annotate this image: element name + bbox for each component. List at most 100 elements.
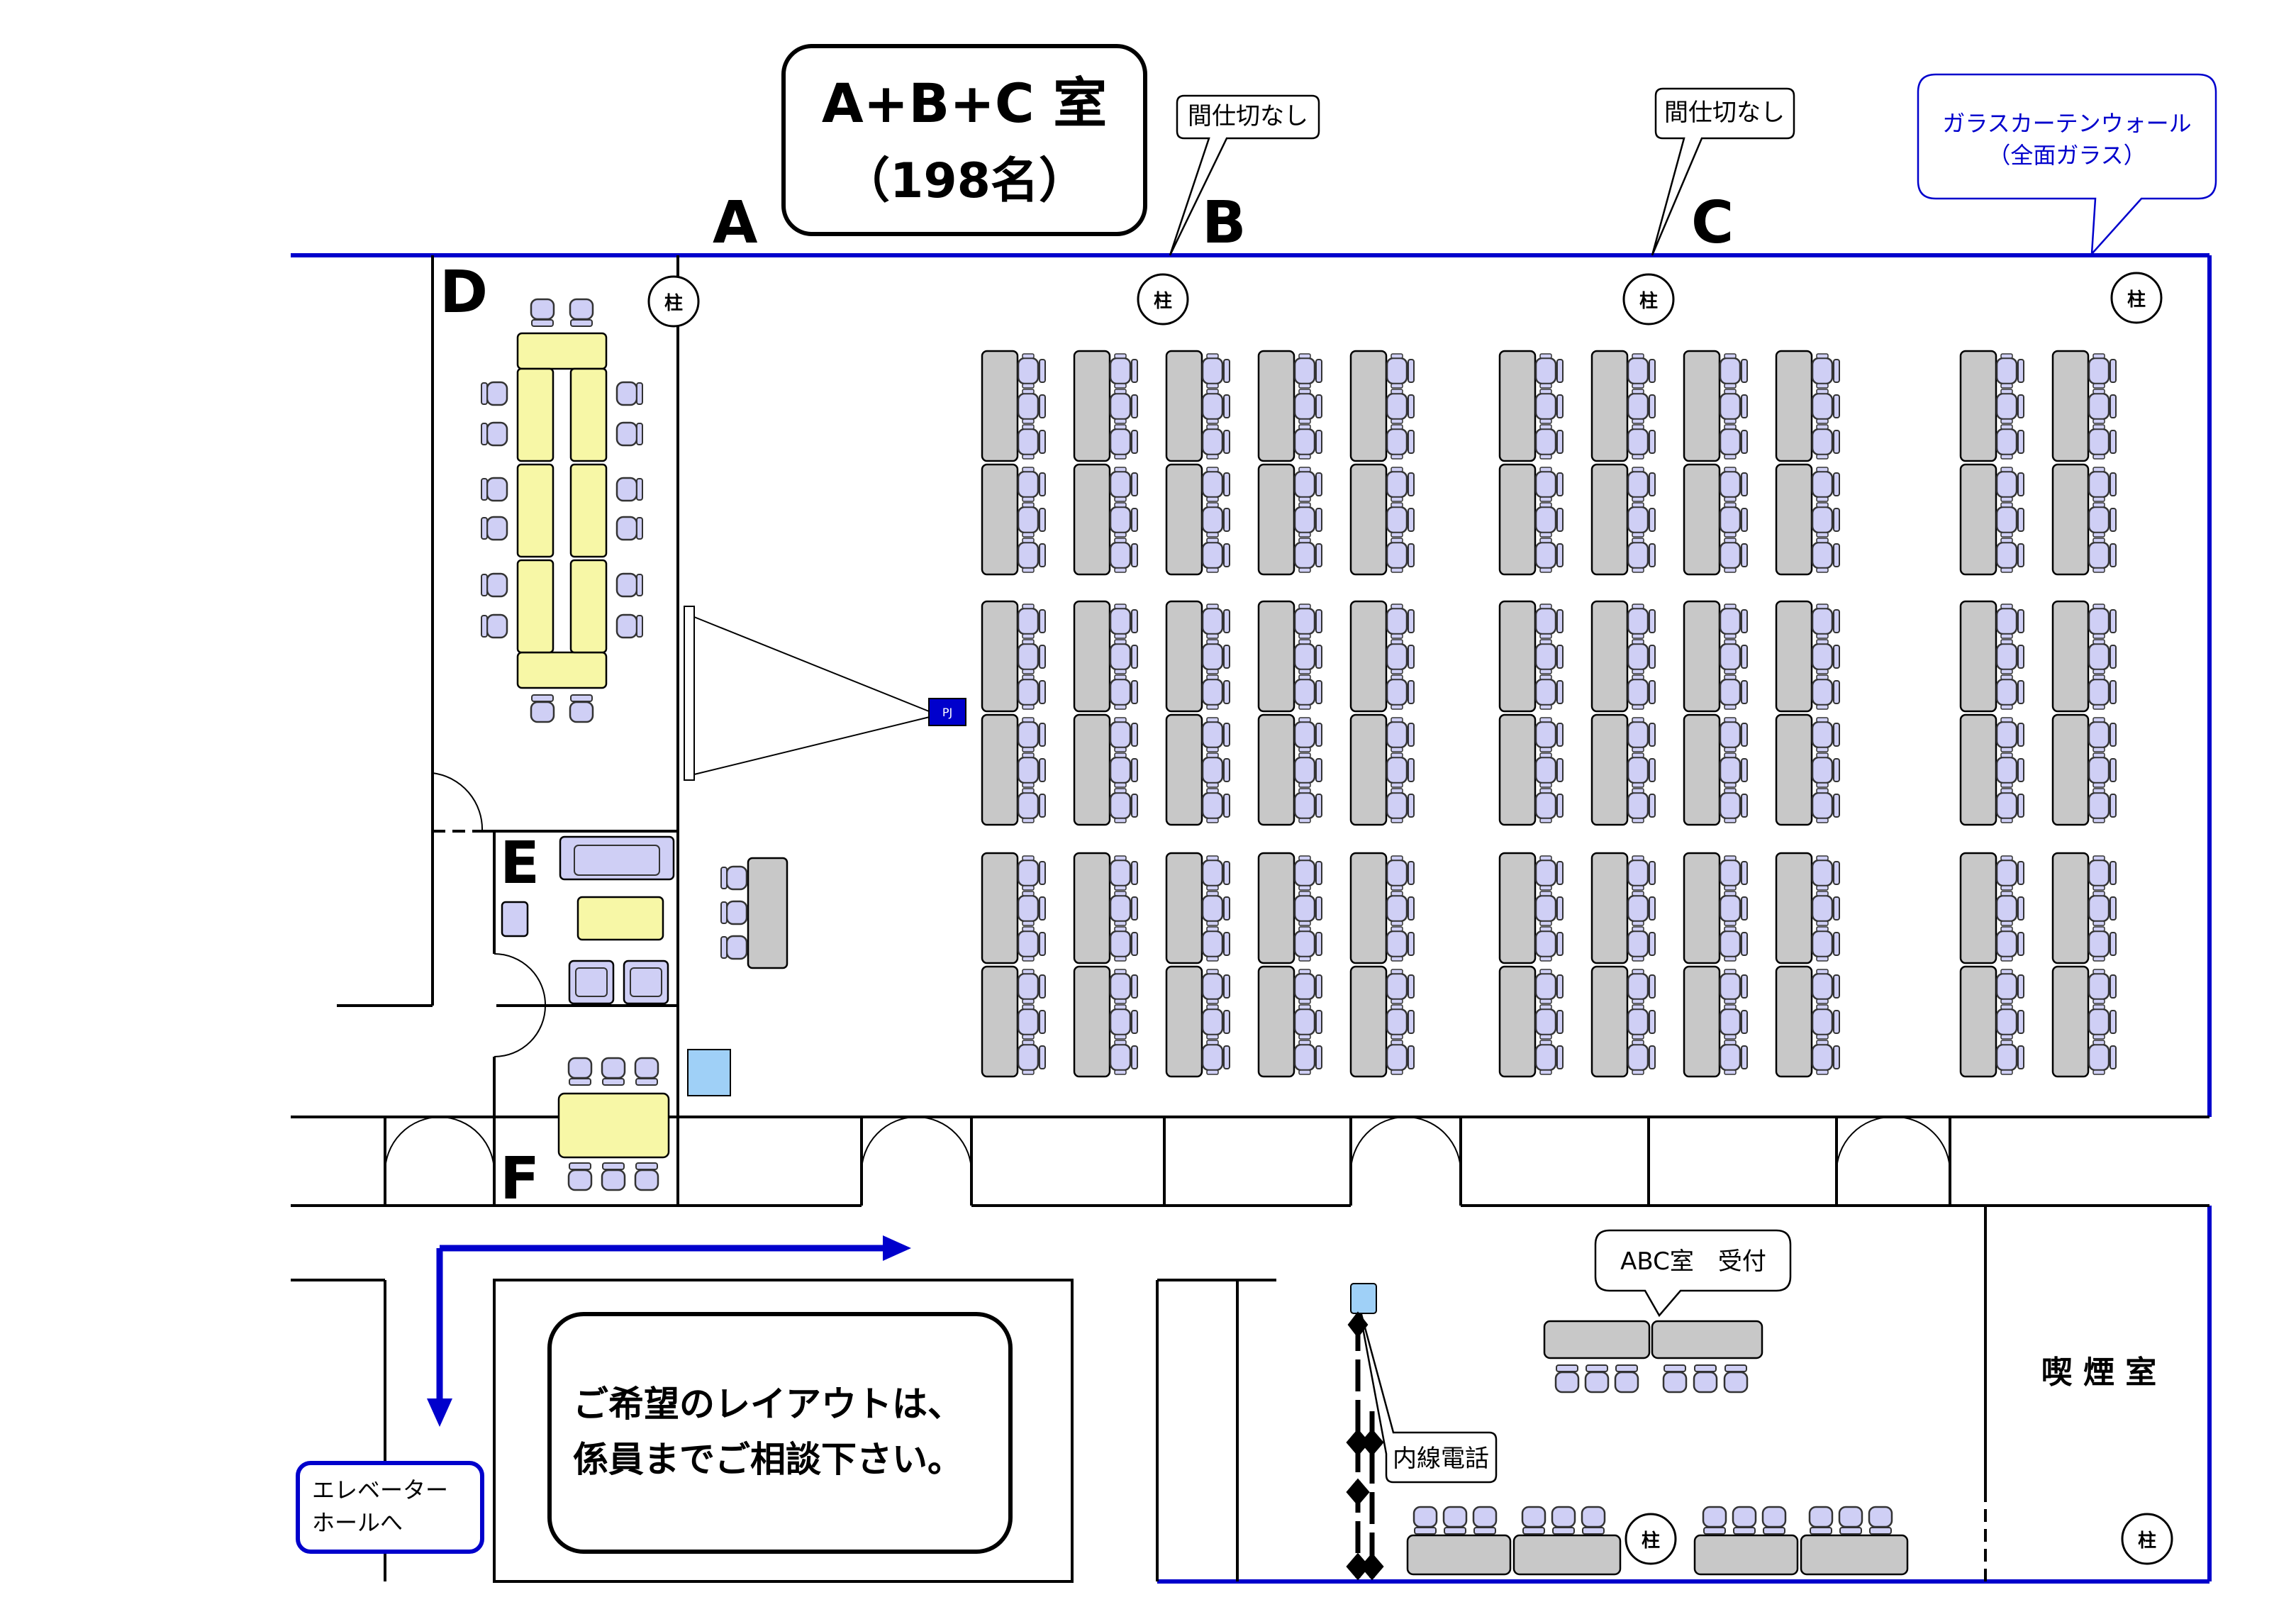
chair <box>1293 1003 1323 1040</box>
chair <box>1017 674 1047 711</box>
callout-no-partition-2: 間仕切なし <box>1651 87 1795 256</box>
chair <box>1201 352 1231 389</box>
desk <box>1165 600 1203 713</box>
chair <box>1627 638 1656 675</box>
chair <box>2088 466 2117 503</box>
chair <box>1995 1039 2025 1076</box>
chair <box>1386 1039 1415 1076</box>
desk <box>2051 463 2090 576</box>
chair <box>2088 352 2117 389</box>
chair <box>1293 716 1323 753</box>
chair <box>1627 1003 1656 1040</box>
chair <box>1811 855 1841 891</box>
chair <box>1811 638 1841 675</box>
chair <box>1201 752 1231 789</box>
chair <box>1534 352 1564 389</box>
chair <box>1293 855 1323 891</box>
chair <box>1109 716 1139 753</box>
desk <box>981 965 1019 1078</box>
desk <box>1165 852 1203 964</box>
desk <box>1775 600 1813 713</box>
smoking-room-label: 喫 煙 室 <box>2041 1355 2157 1391</box>
chair <box>1811 466 1841 503</box>
section-label-e: E <box>500 830 540 897</box>
chair <box>1386 466 1415 503</box>
desk <box>1959 852 1997 964</box>
chair <box>2088 674 2117 711</box>
layout-notice: ご希望のレイアウトは、 係員までご相談下さい。 <box>547 1312 1013 1554</box>
chair <box>1719 501 1749 538</box>
svg-text:柱: 柱 <box>664 293 683 314</box>
desk <box>1257 965 1295 1078</box>
chair <box>1201 603 1231 640</box>
chair <box>2088 968 2117 1005</box>
chair <box>1995 968 2025 1005</box>
desk <box>1959 965 1997 1078</box>
pillar: 柱 <box>647 275 700 328</box>
chair <box>1811 890 1841 927</box>
pillar: 柱 <box>2110 272 2163 324</box>
chair <box>1719 603 1749 640</box>
chair <box>1995 537 2025 574</box>
chair <box>2088 423 2117 460</box>
desk <box>1775 852 1813 964</box>
chair <box>1017 787 1047 824</box>
chair <box>1719 855 1749 891</box>
room-title-name: A+B+C 室 <box>822 72 1107 135</box>
chair <box>1386 716 1415 753</box>
chair <box>1293 674 1323 711</box>
callout-phone: 内線電話 <box>1356 1301 1498 1484</box>
chair <box>1534 968 1564 1005</box>
chair <box>1017 638 1047 675</box>
desk <box>1165 350 1203 462</box>
desk <box>1683 713 1721 826</box>
desk <box>981 600 1019 713</box>
chair <box>1627 352 1656 389</box>
chair <box>1534 603 1564 640</box>
desk <box>1073 852 1111 964</box>
chair <box>1534 466 1564 503</box>
chair <box>1293 968 1323 1005</box>
pillars: 柱 柱 柱 柱 柱 柱 <box>647 272 2173 1565</box>
chair <box>1995 501 2025 538</box>
chair <box>1201 855 1231 891</box>
chair <box>1109 855 1139 891</box>
chair <box>1293 352 1323 389</box>
chair <box>1017 423 1047 460</box>
chair <box>1386 752 1415 789</box>
chair <box>1719 466 1749 503</box>
chair <box>1386 501 1415 538</box>
chair <box>1201 925 1231 962</box>
chair <box>1719 968 1749 1005</box>
chair <box>1627 890 1656 927</box>
chair <box>1293 925 1323 962</box>
room-d-boardroom <box>480 298 644 723</box>
desk <box>1590 965 1629 1078</box>
chair <box>1995 752 2025 789</box>
chair <box>2088 716 2117 753</box>
chair <box>1995 388 2025 425</box>
projector: PJ <box>928 698 966 726</box>
chair <box>1017 352 1047 389</box>
chair <box>1293 752 1323 789</box>
chair <box>1995 423 2025 460</box>
chair <box>1811 787 1841 824</box>
svg-text:間仕切なし: 間仕切なし <box>1188 102 1308 130</box>
chair <box>1534 501 1564 538</box>
chair <box>1109 638 1139 675</box>
pillar: 柱 <box>1137 273 1189 326</box>
chair <box>1201 423 1231 460</box>
chair <box>1534 537 1564 574</box>
chair <box>1719 890 1749 927</box>
desk <box>1165 713 1203 826</box>
chair <box>1534 388 1564 425</box>
chair <box>1627 968 1656 1005</box>
chair <box>1627 466 1656 503</box>
phone <box>1350 1283 1377 1314</box>
chair <box>1109 1003 1139 1040</box>
chair <box>1719 1039 1749 1076</box>
chair <box>1995 674 2025 711</box>
chair <box>1293 423 1323 460</box>
chair <box>1719 716 1749 753</box>
